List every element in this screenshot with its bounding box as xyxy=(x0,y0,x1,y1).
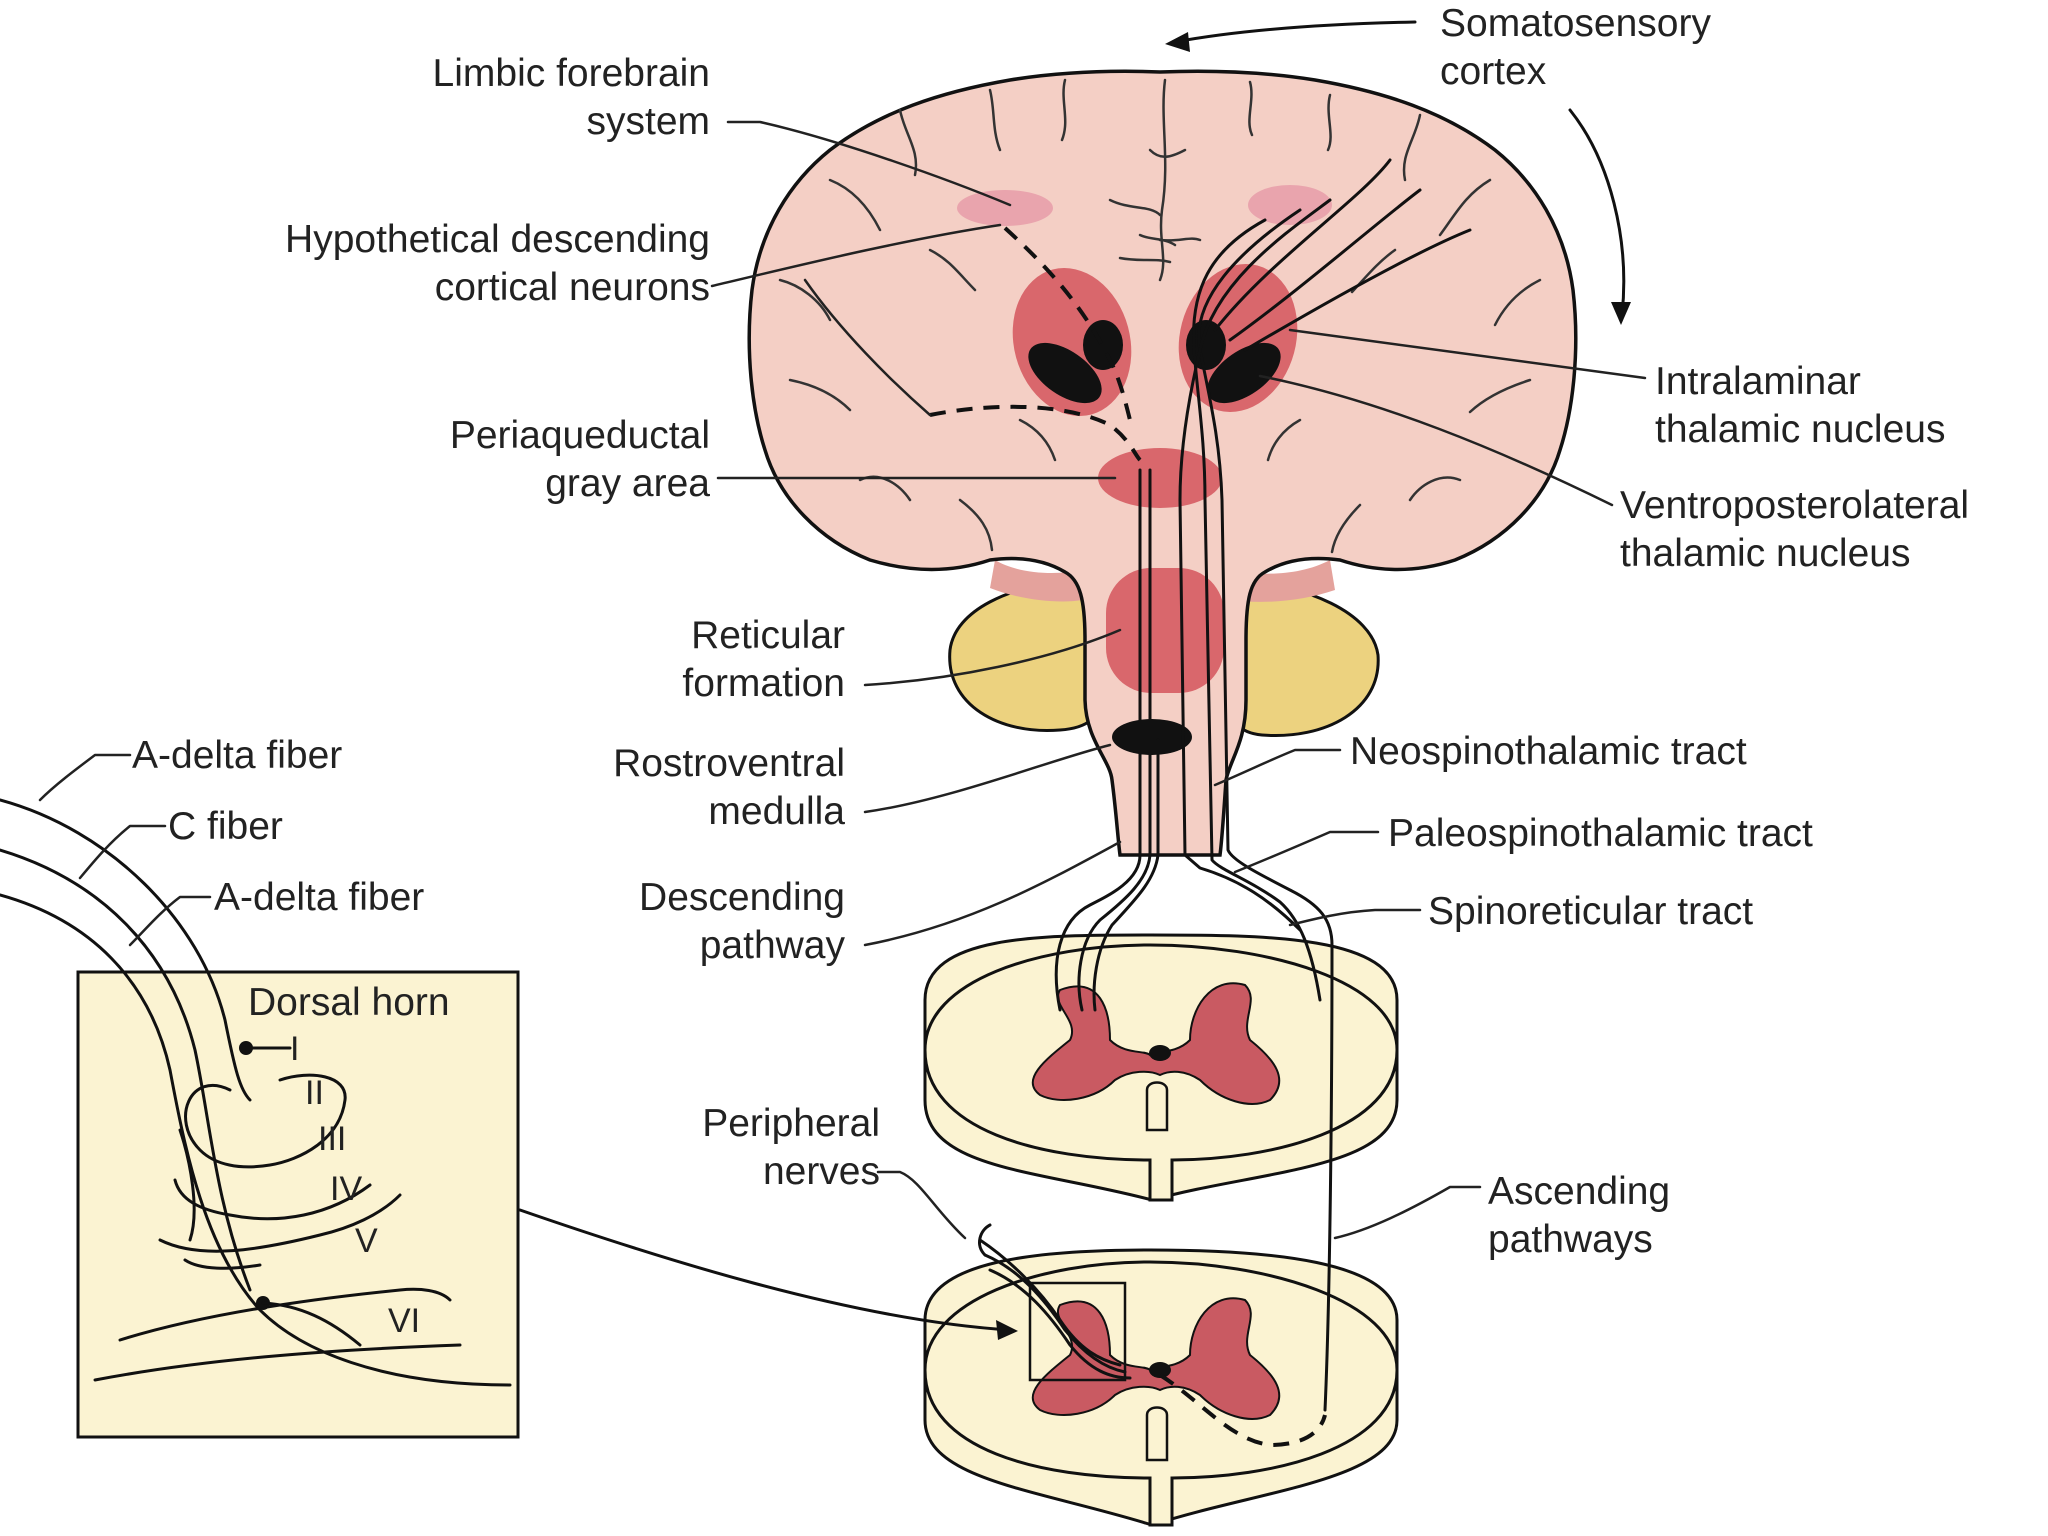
temporal-band-right xyxy=(1230,560,1335,602)
label-reticular-line1: Reticular xyxy=(691,614,845,657)
label-limbic-line2: system xyxy=(586,100,710,143)
label-peripheral-nerves: Peripheral nerves xyxy=(702,1102,880,1193)
label-ventroposterolateral: Ventroposterolateral thalamic nucleus xyxy=(1620,484,1969,575)
label-peripheral-line1: Peripheral xyxy=(702,1102,880,1145)
label-paleospinothalamic: Paleospinothalamic tract xyxy=(1388,812,1813,855)
label-reticular-line2: formation xyxy=(682,662,845,705)
cortex-side-arrow xyxy=(1568,108,1626,317)
label-a-delta-fiber-top: A-delta fiber xyxy=(132,734,342,777)
label-rostroventral-line2: medulla xyxy=(708,790,845,833)
reticular-formation-area xyxy=(1106,568,1224,693)
label-somatosensory-line2: cortex xyxy=(1440,50,1547,93)
label-limbic-forebrain: Limbic forebrain system xyxy=(433,52,710,143)
label-descending-pathway: Descending pathway xyxy=(639,876,845,967)
label-peripheral-line2: nerves xyxy=(763,1150,880,1193)
dorsal-horn-inset xyxy=(0,798,520,1439)
label-periaqueductal-line1: Periaqueductal xyxy=(450,414,710,457)
label-c-fiber: C fiber xyxy=(168,805,283,848)
label-intralaminar-line1: Intralaminar xyxy=(1655,360,1861,403)
label-somatosensory-line1: Somatosensory xyxy=(1440,2,1711,45)
cerebellum-left xyxy=(948,578,1102,733)
inset-connector-arrow xyxy=(518,1208,1012,1332)
label-periaqueductal: Periaqueductal gray area xyxy=(450,414,710,505)
lamina-label-5: V xyxy=(355,1222,378,1260)
label-reticular-formation: Reticular formation xyxy=(682,614,845,705)
label-descending-line2: pathway xyxy=(700,924,846,967)
vpl-nucleus-right xyxy=(1207,342,1281,404)
label-somatosensory-cortex: Somatosensory cortex xyxy=(1440,2,1711,93)
inset-box xyxy=(76,970,520,1439)
label-periaqueductal-line2: gray area xyxy=(545,462,710,505)
cortex-top-arrow xyxy=(1173,20,1417,44)
vpl-nucleus-left xyxy=(1028,342,1102,404)
brain xyxy=(747,69,1578,857)
label-dorsal-horn: Dorsal horn xyxy=(248,981,450,1024)
leader-lines xyxy=(38,120,1647,1240)
inset-connector-arrowhead xyxy=(996,1320,1018,1340)
label-a-delta-fiber-bottom: A-delta fiber xyxy=(214,876,424,919)
label-limbic-line1: Limbic forebrain xyxy=(433,52,710,95)
temporal-band-left xyxy=(990,560,1082,602)
label-hypothetical-neurons: Hypothetical descending cortical neurons xyxy=(285,218,710,309)
label-neospinothalamic: Neospinothalamic tract xyxy=(1350,730,1747,773)
label-hypothetical-line2: cortical neurons xyxy=(435,266,710,309)
tracts xyxy=(929,158,1472,1448)
rostroventral-medulla-nucleus xyxy=(1112,719,1192,755)
lamina-label-1: I xyxy=(290,1030,299,1068)
lamina-label-4: IV xyxy=(330,1170,362,1208)
lamina-label-6: VI xyxy=(388,1302,420,1340)
intralaminar-nucleus-left xyxy=(1083,320,1123,370)
label-rostroventral-medulla: Rostroventral medulla xyxy=(613,742,845,833)
label-spinoreticular: Spinoreticular tract xyxy=(1428,890,1753,933)
sulci xyxy=(778,78,1542,554)
periaqueductal-gray xyxy=(1098,448,1222,508)
limbic-blob-right xyxy=(1248,185,1332,225)
label-ascending-line2: pathways xyxy=(1488,1218,1653,1261)
label-intralaminar-line2: thalamic nucleus xyxy=(1655,408,1945,451)
label-vpl-line2: thalamic nucleus xyxy=(1620,532,1910,575)
dorsal-horn-marker xyxy=(1028,1281,1127,1382)
label-descending-line1: Descending xyxy=(639,876,845,919)
label-vpl-line1: Ventroposterolateral xyxy=(1620,484,1969,527)
label-ascending-line1: Ascending xyxy=(1488,1170,1670,1213)
lamina-labels: I II III IV V VI xyxy=(290,1030,420,1340)
label-rostroventral-line1: Rostroventral xyxy=(613,742,845,785)
lamina-label-2: II xyxy=(305,1074,324,1112)
limbic-blob-left xyxy=(957,190,1053,226)
label-intralaminar: Intralaminar thalamic nucleus xyxy=(1655,360,1945,451)
spinal-section-lower xyxy=(923,1248,1399,1527)
spinal-section-upper xyxy=(923,933,1399,1202)
lamina-label-3: III xyxy=(318,1120,346,1158)
cerebellum-right xyxy=(1226,578,1380,738)
label-hypothetical-line1: Hypothetical descending xyxy=(285,218,710,261)
label-ascending-pathways: Ascending pathways xyxy=(1488,1170,1670,1261)
